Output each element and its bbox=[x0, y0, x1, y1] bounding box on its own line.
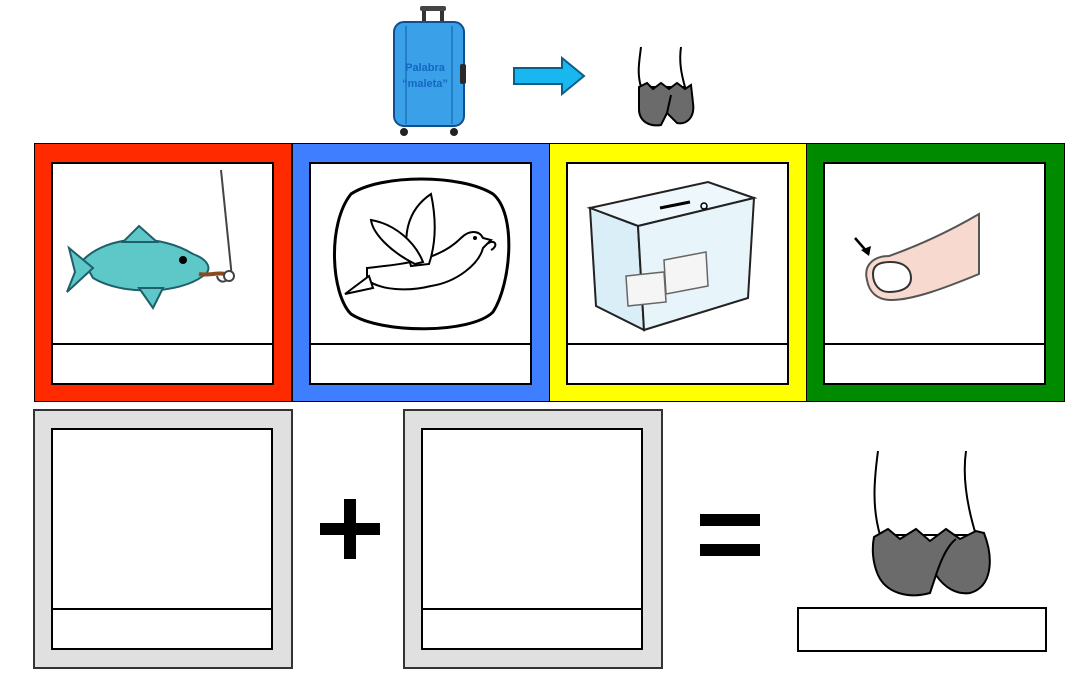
suitcase-label: Palabra “maleta” bbox=[395, 60, 455, 92]
card-label[interactable] bbox=[53, 343, 272, 383]
plus-icon bbox=[320, 499, 380, 559]
suitcase-label-line2: “maleta” bbox=[402, 78, 448, 90]
card-label[interactable] bbox=[568, 343, 787, 383]
card-ballot-box bbox=[549, 143, 807, 402]
slot-frame bbox=[51, 428, 273, 650]
card-label[interactable] bbox=[311, 343, 530, 383]
fingernail-icon bbox=[854, 212, 980, 302]
suitcase-label-line1: Palabra bbox=[405, 62, 445, 74]
slot-label[interactable] bbox=[53, 608, 271, 648]
slot-frame bbox=[421, 428, 643, 650]
hoof-icon bbox=[637, 46, 695, 127]
hoof-icon bbox=[871, 450, 991, 597]
slot-label[interactable] bbox=[423, 608, 641, 648]
card-frame bbox=[823, 162, 1046, 385]
card-frame bbox=[51, 162, 274, 385]
answer-input[interactable] bbox=[797, 607, 1047, 652]
right-arrow-icon bbox=[513, 56, 586, 96]
equation-slot-1 bbox=[33, 409, 293, 669]
equation-slot-2 bbox=[403, 409, 663, 669]
suitcase-icon bbox=[393, 6, 466, 136]
fish-on-hook-icon bbox=[66, 169, 235, 310]
card-fingernail bbox=[806, 143, 1065, 402]
card-dove bbox=[292, 143, 550, 402]
card-label[interactable] bbox=[825, 343, 1044, 383]
card-fish bbox=[34, 143, 292, 402]
ballot-box-icon bbox=[586, 180, 758, 332]
card-frame bbox=[309, 162, 532, 385]
equals-icon bbox=[700, 514, 760, 556]
dove-of-peace-icon bbox=[333, 177, 511, 331]
card-frame bbox=[566, 162, 789, 385]
